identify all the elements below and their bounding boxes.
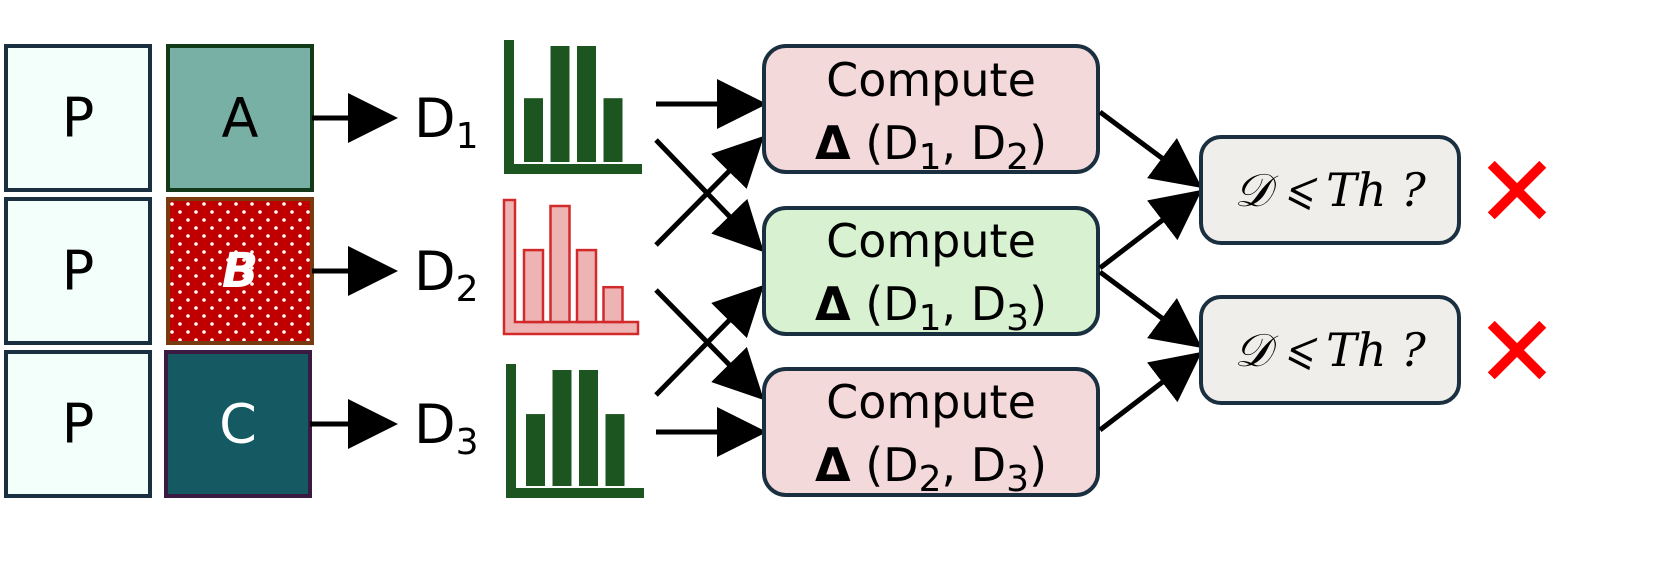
compute-box-3: Compute Δ (D2, D3): [762, 367, 1100, 500]
model-label-b: B: [222, 243, 259, 299]
compute-formula-3: Δ (D2, D3): [815, 438, 1047, 500]
compute-box-2-bg: [762, 206, 1100, 336]
model-box-b: [166, 197, 314, 345]
histogram-2-axis: [502, 198, 640, 336]
model-box-a: [166, 44, 314, 192]
condition-text-2: 𝒟 ⩽ Th ?: [1234, 323, 1426, 377]
compute-title-3: Compute: [826, 375, 1036, 429]
compute-formula-2: Δ (D1, D3): [815, 277, 1047, 339]
arrow-h3-to-c13: [654, 284, 765, 397]
histogram-to-compute-arrows: [654, 79, 767, 457]
reject-cross-icon-1: ✕: [1475, 134, 1559, 251]
compute-box-1: Compute Δ (D1, D2): [762, 44, 1100, 178]
p-box-2: [4, 197, 152, 345]
arrow-c23-to-cond2: [1098, 351, 1202, 432]
histogram-3: [506, 364, 644, 498]
histogram-2-bar-1: [522, 248, 545, 324]
condition-box-2: 𝒟 ⩽ Th ? ✕: [1199, 294, 1559, 411]
condition-box-1: 𝒟 ⩽ Th ? ✕: [1199, 134, 1559, 251]
histogram-3-bar-4: [605, 414, 625, 486]
p-label-1: P: [62, 87, 95, 150]
compute-box-3-bg: [762, 367, 1100, 497]
p-box-1: [4, 44, 152, 192]
histogram-3-bar-2: [552, 370, 572, 486]
histogram-3-axis: [506, 364, 644, 498]
compute-formula-1: Δ (D1, D2): [815, 116, 1047, 178]
histogram-1: [504, 40, 642, 174]
histogram-2-bar-4: [602, 285, 624, 324]
histogram-1-bar-4: [603, 98, 623, 162]
histogram-2-bar-3: [575, 248, 598, 324]
reject-cross-icon-2: ✕: [1475, 294, 1559, 411]
arrow-c13-to-cond1: [1098, 189, 1202, 270]
row-1: P A D1: [4, 40, 642, 192]
arrow-c13-to-cond2: [1098, 269, 1203, 348]
d-index-3: 3: [456, 422, 479, 463]
d-label-2: D2: [414, 240, 479, 310]
condition-text-1: 𝒟 ⩽ Th ?: [1234, 163, 1426, 217]
histogram-2: [502, 198, 640, 336]
compute-title-1: Compute: [826, 53, 1036, 107]
arrow-c12-to-cond1: [1098, 109, 1203, 188]
compute-box-1-bg: [762, 44, 1100, 174]
p-box-3: [4, 350, 152, 498]
histogram-1-bar-1: [524, 98, 543, 162]
histogram-1-bar-3: [577, 46, 596, 162]
model-box-c: [164, 350, 312, 498]
condition-box-2-bg: [1199, 295, 1461, 405]
arrow-h2-to-c12: [654, 135, 765, 247]
model-label-c: C: [219, 393, 257, 456]
p-label-2: P: [62, 240, 95, 303]
d-label-3: D3: [414, 393, 479, 463]
compute-to-condition-arrows: [1098, 109, 1203, 432]
histogram-3-bar-3: [579, 370, 598, 486]
row-2: P B D2: [4, 197, 640, 345]
d-index-2: 2: [456, 269, 479, 310]
compute-box-2: Compute Δ (D1, D3): [762, 206, 1100, 339]
row-3: P C D3: [4, 350, 644, 498]
d-label-1: D1: [414, 87, 479, 157]
histogram-3-bar-1: [526, 414, 545, 486]
condition-box-1-bg: [1199, 135, 1461, 245]
compute-title-2: Compute: [826, 214, 1036, 268]
histogram-1-axis: [504, 40, 642, 174]
model-label-a: A: [222, 87, 259, 150]
p-label-3: P: [62, 393, 95, 456]
histogram-2-bar-2: [549, 204, 571, 324]
histogram-1-bar-2: [550, 46, 570, 162]
d-index-1: 1: [456, 116, 479, 157]
